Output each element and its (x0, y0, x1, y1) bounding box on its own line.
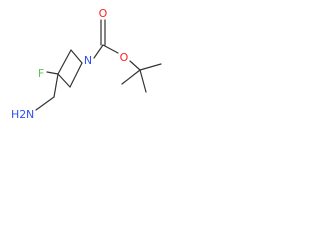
atom-label-ring-nitrogen: N (84, 54, 92, 67)
bond-tert-methyl-left (121, 69, 141, 85)
bond-n-carbonyl (93, 44, 104, 59)
atom-label-amine-nitrogen: N (26, 108, 34, 121)
bond-carbonyl-ester-o (102, 44, 119, 54)
atom-label-ester-oxygen: O (120, 51, 129, 64)
bond-ch2-nh2 (35, 96, 55, 111)
bond-n-c2 (70, 49, 83, 64)
bond-c2-c3 (57, 49, 72, 75)
atom-label-amine-h2: H2 (11, 108, 26, 121)
bond-c3-ch2 (53, 73, 59, 98)
chemical-structure: O O N F H2 N (11, 7, 162, 121)
bond-ester-o-tert-c (129, 60, 141, 71)
bond-tert-methyl-down (139, 69, 147, 93)
bond-tert-methyl-right (139, 63, 162, 71)
bond-c3-c4 (57, 73, 71, 88)
atom-label-fluorine: F (38, 67, 44, 80)
atom-label-carbonyl-oxygen: O (99, 7, 108, 20)
bond-c3-f (46, 71, 59, 75)
bond-c4-n (69, 62, 83, 88)
